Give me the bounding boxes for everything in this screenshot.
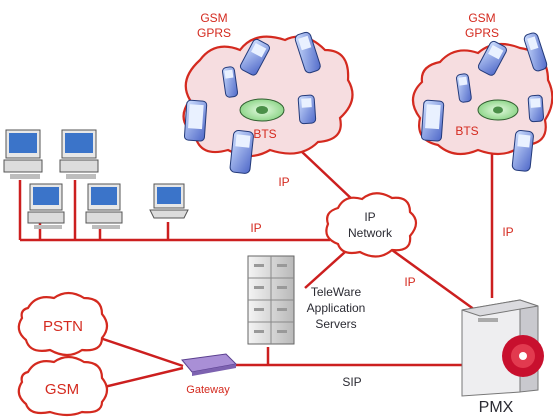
ip-network-label-line2: Network [348,226,393,240]
pstn-label: PSTN [43,318,83,335]
mobile-phone-icon [420,99,445,142]
desktop-computer-icon [3,129,43,179]
link-pstn-gateway [99,336,184,368]
mobile-phone-icon [222,66,239,98]
ip-link-label-bts-left: IP [278,175,289,189]
pmx-server-icon [461,299,544,397]
bts-right-label: BTS [455,124,478,138]
gsm-right-title: GSM [468,11,495,25]
bts-left-icon [239,98,285,122]
pstn-cloud [17,291,109,357]
link-ip-network-pmx [391,248,476,312]
gsm-left-subtitle: GPRS [197,26,231,40]
ip-link-label-bts-right: IP [502,225,513,239]
mobile-phone-icon [239,38,270,76]
ip-link-label-network-pmx: IP [404,275,415,289]
mobile-phone-icon [477,40,507,76]
mobile-phone-icon [297,94,317,125]
servers-label-line2: Application [307,301,366,315]
bts-left-label: BTS [253,127,276,141]
link-gsm-gateway [99,366,184,390]
servers-label-line1: TeleWare [311,285,362,299]
ip-network-label-line1: IP [364,210,375,224]
mobile-phone-icon [523,32,548,72]
links [18,149,494,390]
gateway-device-icon [181,353,238,376]
gsm-cloud-bottom [17,355,109,417]
desktop-computer-icon [27,183,65,229]
ip-link-label-lan: IP [250,221,261,235]
mobile-phone-icon [229,129,254,174]
mobile-phone-icon [294,31,321,74]
link-ip-network-servers [304,251,346,289]
mobile-phone-icon [527,94,545,123]
ip-network-cloud [325,192,418,258]
mobile-phone-icon [183,99,208,142]
pmx-label: PMX [479,399,514,416]
link-bts-left-ip-network [299,149,356,203]
laptop-computer-icon [149,183,189,219]
gsm-left-title: GSM [200,11,227,25]
gsm-bottom-label: GSM [45,381,79,398]
desktop-computer-icon [85,183,123,229]
servers-label-line3: Servers [315,317,356,331]
sip-label: SIP [342,375,361,389]
desktop-computer-icon [59,129,99,179]
bts-right-icon [477,99,519,121]
mobile-phone-icon [511,129,534,172]
gateway-label: Gateway [186,384,230,396]
gsm-right-subtitle: GPRS [465,26,499,40]
mobile-phone-icon [456,73,472,103]
labels: GSM GPRS GSM GPRS BTS BTS IP IP IP IP IP… [43,11,514,416]
application-servers-icon [247,255,295,345]
